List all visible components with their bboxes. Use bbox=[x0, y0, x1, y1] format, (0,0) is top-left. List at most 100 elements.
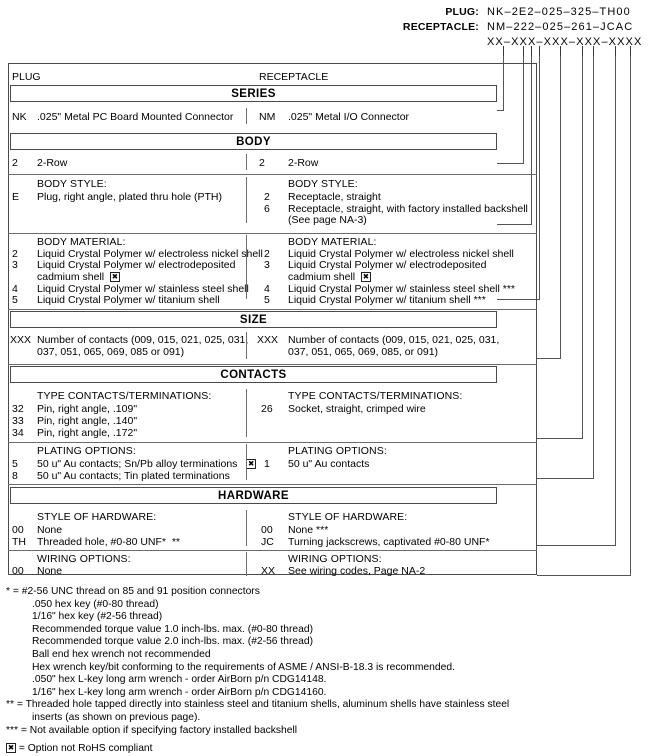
series-receptacle-text: .025" Metal I/O Connector bbox=[288, 111, 410, 123]
hardware-wiring-receptacle-code-0: XX bbox=[261, 565, 276, 577]
section-header-body: BODY bbox=[10, 133, 497, 150]
hardware-style-plug-heading: STYLE OF HARDWARE: bbox=[37, 511, 157, 523]
part-number-tick-marks bbox=[495, 46, 653, 60]
contacts-type-plug-text-2: Pin, right angle, .172" bbox=[37, 427, 138, 439]
plug-label: PLUG: bbox=[445, 6, 479, 18]
body-material-receptacle-heading: BODY MATERIAL: bbox=[288, 236, 377, 248]
body-material-column-divider bbox=[246, 235, 247, 299]
body-style-receptacle-heading: BODY STYLE: bbox=[288, 178, 358, 190]
contacts-type-plug-heading: TYPE CONTACTS/TERMINATIONS: bbox=[37, 390, 212, 402]
hardware-style-receptacle-code-0: 00 bbox=[261, 524, 273, 536]
body-style-column-divider bbox=[246, 177, 247, 223]
series-plug-text: .025" Metal PC Board Mounted Connector bbox=[37, 111, 234, 123]
hardware-wiring-column-divider bbox=[246, 552, 247, 576]
body-material-plug-heading: BODY MATERIAL: bbox=[37, 236, 126, 248]
footnotes: * = #2-56 UNC thread on 85 and 91 positi… bbox=[6, 586, 646, 756]
body-material-plug-code-1: 3 bbox=[12, 259, 18, 271]
hardware-style-receptacle-code-1: JC bbox=[261, 536, 274, 548]
divider-contacts-type bbox=[8, 442, 537, 443]
hardware-wiring-plug-heading: WIRING OPTIONS: bbox=[37, 553, 131, 565]
footnote-rohs: ✖ = Option not RoHS compliant bbox=[6, 743, 646, 756]
receptacle-part-number: NM–222–025–261–JCAC bbox=[487, 21, 634, 33]
hardware-style-plug-code-0: 00 bbox=[12, 524, 24, 536]
body-style-receptacle-text-1: Receptacle, straight, with factory insta… bbox=[288, 203, 528, 215]
rohs-not-compliant-icon: ✖ bbox=[6, 743, 16, 754]
footnote-star-line-6: .050" hex L-key long arm wrench - order … bbox=[32, 674, 327, 686]
body-material-receptacle-text-2: cadmium shell ✖ bbox=[288, 271, 371, 284]
size-receptacle-line1: Number of contacts (009, 015, 021, 025, … bbox=[288, 334, 500, 346]
body-material-receptacle-text-2-label: cadmium shell bbox=[288, 271, 356, 283]
divider-size bbox=[8, 364, 537, 365]
divider-body-style bbox=[8, 233, 537, 234]
hardware-style-receptacle-text-1: Turning jackscrews, captivated #0-80 UNF… bbox=[288, 536, 490, 548]
footnote-star-line-7: 1/16" hex L-key long arm wrench - order … bbox=[32, 686, 327, 698]
contacts-type-receptacle-heading: TYPE CONTACTS/TERMINATIONS: bbox=[288, 390, 463, 402]
size-plug-line2: 037, 051, 065, 069, 085 or 091) bbox=[37, 346, 185, 358]
footnote-star-line-5: Hex wrench key/bit conforming to the req… bbox=[32, 661, 455, 673]
column-caption-receptacle: RECEPTACLE bbox=[259, 71, 329, 83]
contacts-type-receptacle-code-0: 26 bbox=[261, 403, 273, 415]
footnote-star-line-4: Ball end hex wrench not recommended bbox=[32, 648, 211, 660]
body-material-plug-code-0: 2 bbox=[12, 248, 18, 260]
footnote-star: * = #2-56 UNC thread on 85 and 91 positi… bbox=[6, 586, 260, 597]
hardware-wiring-plug-text-0: None bbox=[37, 565, 63, 577]
contacts-plating-plug-text-0-label: 50 u" Au contacts; Sn/Pb alloy terminati… bbox=[37, 458, 238, 470]
footnote-star-line-2: Recommended torque value 1.0 inch-lbs. m… bbox=[32, 623, 314, 635]
body-style-plug-heading: BODY STYLE: bbox=[37, 178, 107, 190]
hardware-style-plug-text-1: Threaded hole, #0-80 UNF* ** bbox=[37, 536, 180, 548]
body-row-plug-text: 2-Row bbox=[37, 157, 68, 169]
plug-part-number: NK–2E2–025–325–TH00 bbox=[487, 6, 631, 18]
plug-part-number-row: PLUG: NK–2E2–025–325–TH00 bbox=[0, 6, 653, 21]
mask-part-number: XX–XXX–XXX–XXX–XXXX bbox=[487, 36, 643, 48]
contacts-plating-plug-heading: PLATING OPTIONS: bbox=[37, 445, 136, 457]
size-plug-code: XXX bbox=[10, 334, 32, 346]
contacts-plating-plug-text-0: 50 u" Au contacts; Sn/Pb alloy terminati… bbox=[37, 458, 257, 471]
body-material-receptacle-code-4: 5 bbox=[264, 294, 270, 306]
contacts-type-plug-text-1: Pin, right angle, .140" bbox=[37, 415, 138, 427]
divider-body-row bbox=[8, 174, 537, 175]
rohs-not-compliant-icon: ✖ bbox=[246, 459, 257, 469]
body-style-receptacle-text-0: Receptacle, straight bbox=[288, 191, 381, 203]
body-material-plug-text-1: Liquid Crystal Polymer w/ electrodeposit… bbox=[37, 259, 236, 271]
footnote-double-star: ** = Threaded hole tapped directly into … bbox=[6, 699, 510, 711]
hardware-style-column-divider bbox=[246, 510, 247, 546]
divider-body-material bbox=[8, 309, 537, 310]
contacts-plating-receptacle-heading: PLATING OPTIONS: bbox=[288, 445, 387, 457]
footnote-star-line-3: Recommended torque value 2.0 inch-lbs. m… bbox=[32, 636, 314, 648]
body-row-receptacle-text: 2-Row bbox=[288, 157, 319, 169]
body-style-plug-text-0: Plug, right angle, plated thru hole (PTH… bbox=[37, 191, 223, 203]
hardware-wiring-receptacle-heading: WIRING OPTIONS: bbox=[288, 553, 382, 565]
body-style-receptacle-text-2: (See page NA-3) bbox=[288, 214, 367, 226]
body-material-plug-code-4: 5 bbox=[12, 294, 18, 306]
body-material-plug-code-3: 4 bbox=[12, 283, 18, 295]
hardware-wiring-receptacle-text-0: See wiring codes, Page NA-2 bbox=[288, 565, 426, 577]
contacts-type-plug-code-1: 33 bbox=[12, 415, 24, 427]
selection-matrix bbox=[8, 63, 537, 575]
hardware-style-receptacle-text-0: None *** bbox=[288, 524, 329, 536]
divider-contacts-plating bbox=[8, 484, 537, 485]
hardware-style-receptacle-heading: STYLE OF HARDWARE: bbox=[288, 511, 408, 523]
contacts-type-receptacle-text-0: Socket, straight, crimped wire bbox=[288, 403, 426, 415]
contacts-type-plug-text-0: Pin, right angle, .109" bbox=[37, 403, 138, 415]
column-caption-plug: PLUG bbox=[12, 71, 41, 83]
section-header-contacts: CONTACTS bbox=[10, 366, 497, 383]
body-material-receptacle-text-0: Liquid Crystal Polymer w/ electroless ni… bbox=[288, 248, 514, 260]
rohs-not-compliant-icon: ✖ bbox=[109, 272, 120, 282]
body-row-column-divider bbox=[246, 154, 247, 170]
size-plug-line1: Number of contacts (009, 015, 021, 025, … bbox=[37, 334, 249, 346]
footnote-double-star-cont: inserts (as shown on previous page). bbox=[32, 711, 201, 723]
body-material-receptacle-code-1: 3 bbox=[264, 259, 270, 271]
body-material-receptacle-text-3: Liquid Crystal Polymer w/ stainless stee… bbox=[288, 283, 516, 295]
footnote-star-line-0: .050 hex key (#0-80 thread) bbox=[32, 598, 159, 610]
body-row-plug-code: 2 bbox=[12, 157, 18, 169]
body-material-receptacle-code-0: 2 bbox=[264, 248, 270, 260]
body-material-receptacle-text-4: Liquid Crystal Polymer w/ titanium shell… bbox=[288, 294, 486, 306]
mask-part-number-row: XX–XXX–XXX–XXX–XXXX bbox=[0, 36, 653, 51]
series-plug-code: NK bbox=[12, 111, 27, 123]
contacts-plating-plug-code-0: 5 bbox=[12, 458, 18, 470]
rohs-not-compliant-icon: ✖ bbox=[360, 272, 371, 282]
series-column-divider bbox=[246, 108, 247, 124]
size-receptacle-line2: 037, 051, 065, 069, 085, or 091) bbox=[288, 346, 439, 358]
body-material-receptacle-text-1: Liquid Crystal Polymer w/ electrodeposit… bbox=[288, 259, 487, 271]
